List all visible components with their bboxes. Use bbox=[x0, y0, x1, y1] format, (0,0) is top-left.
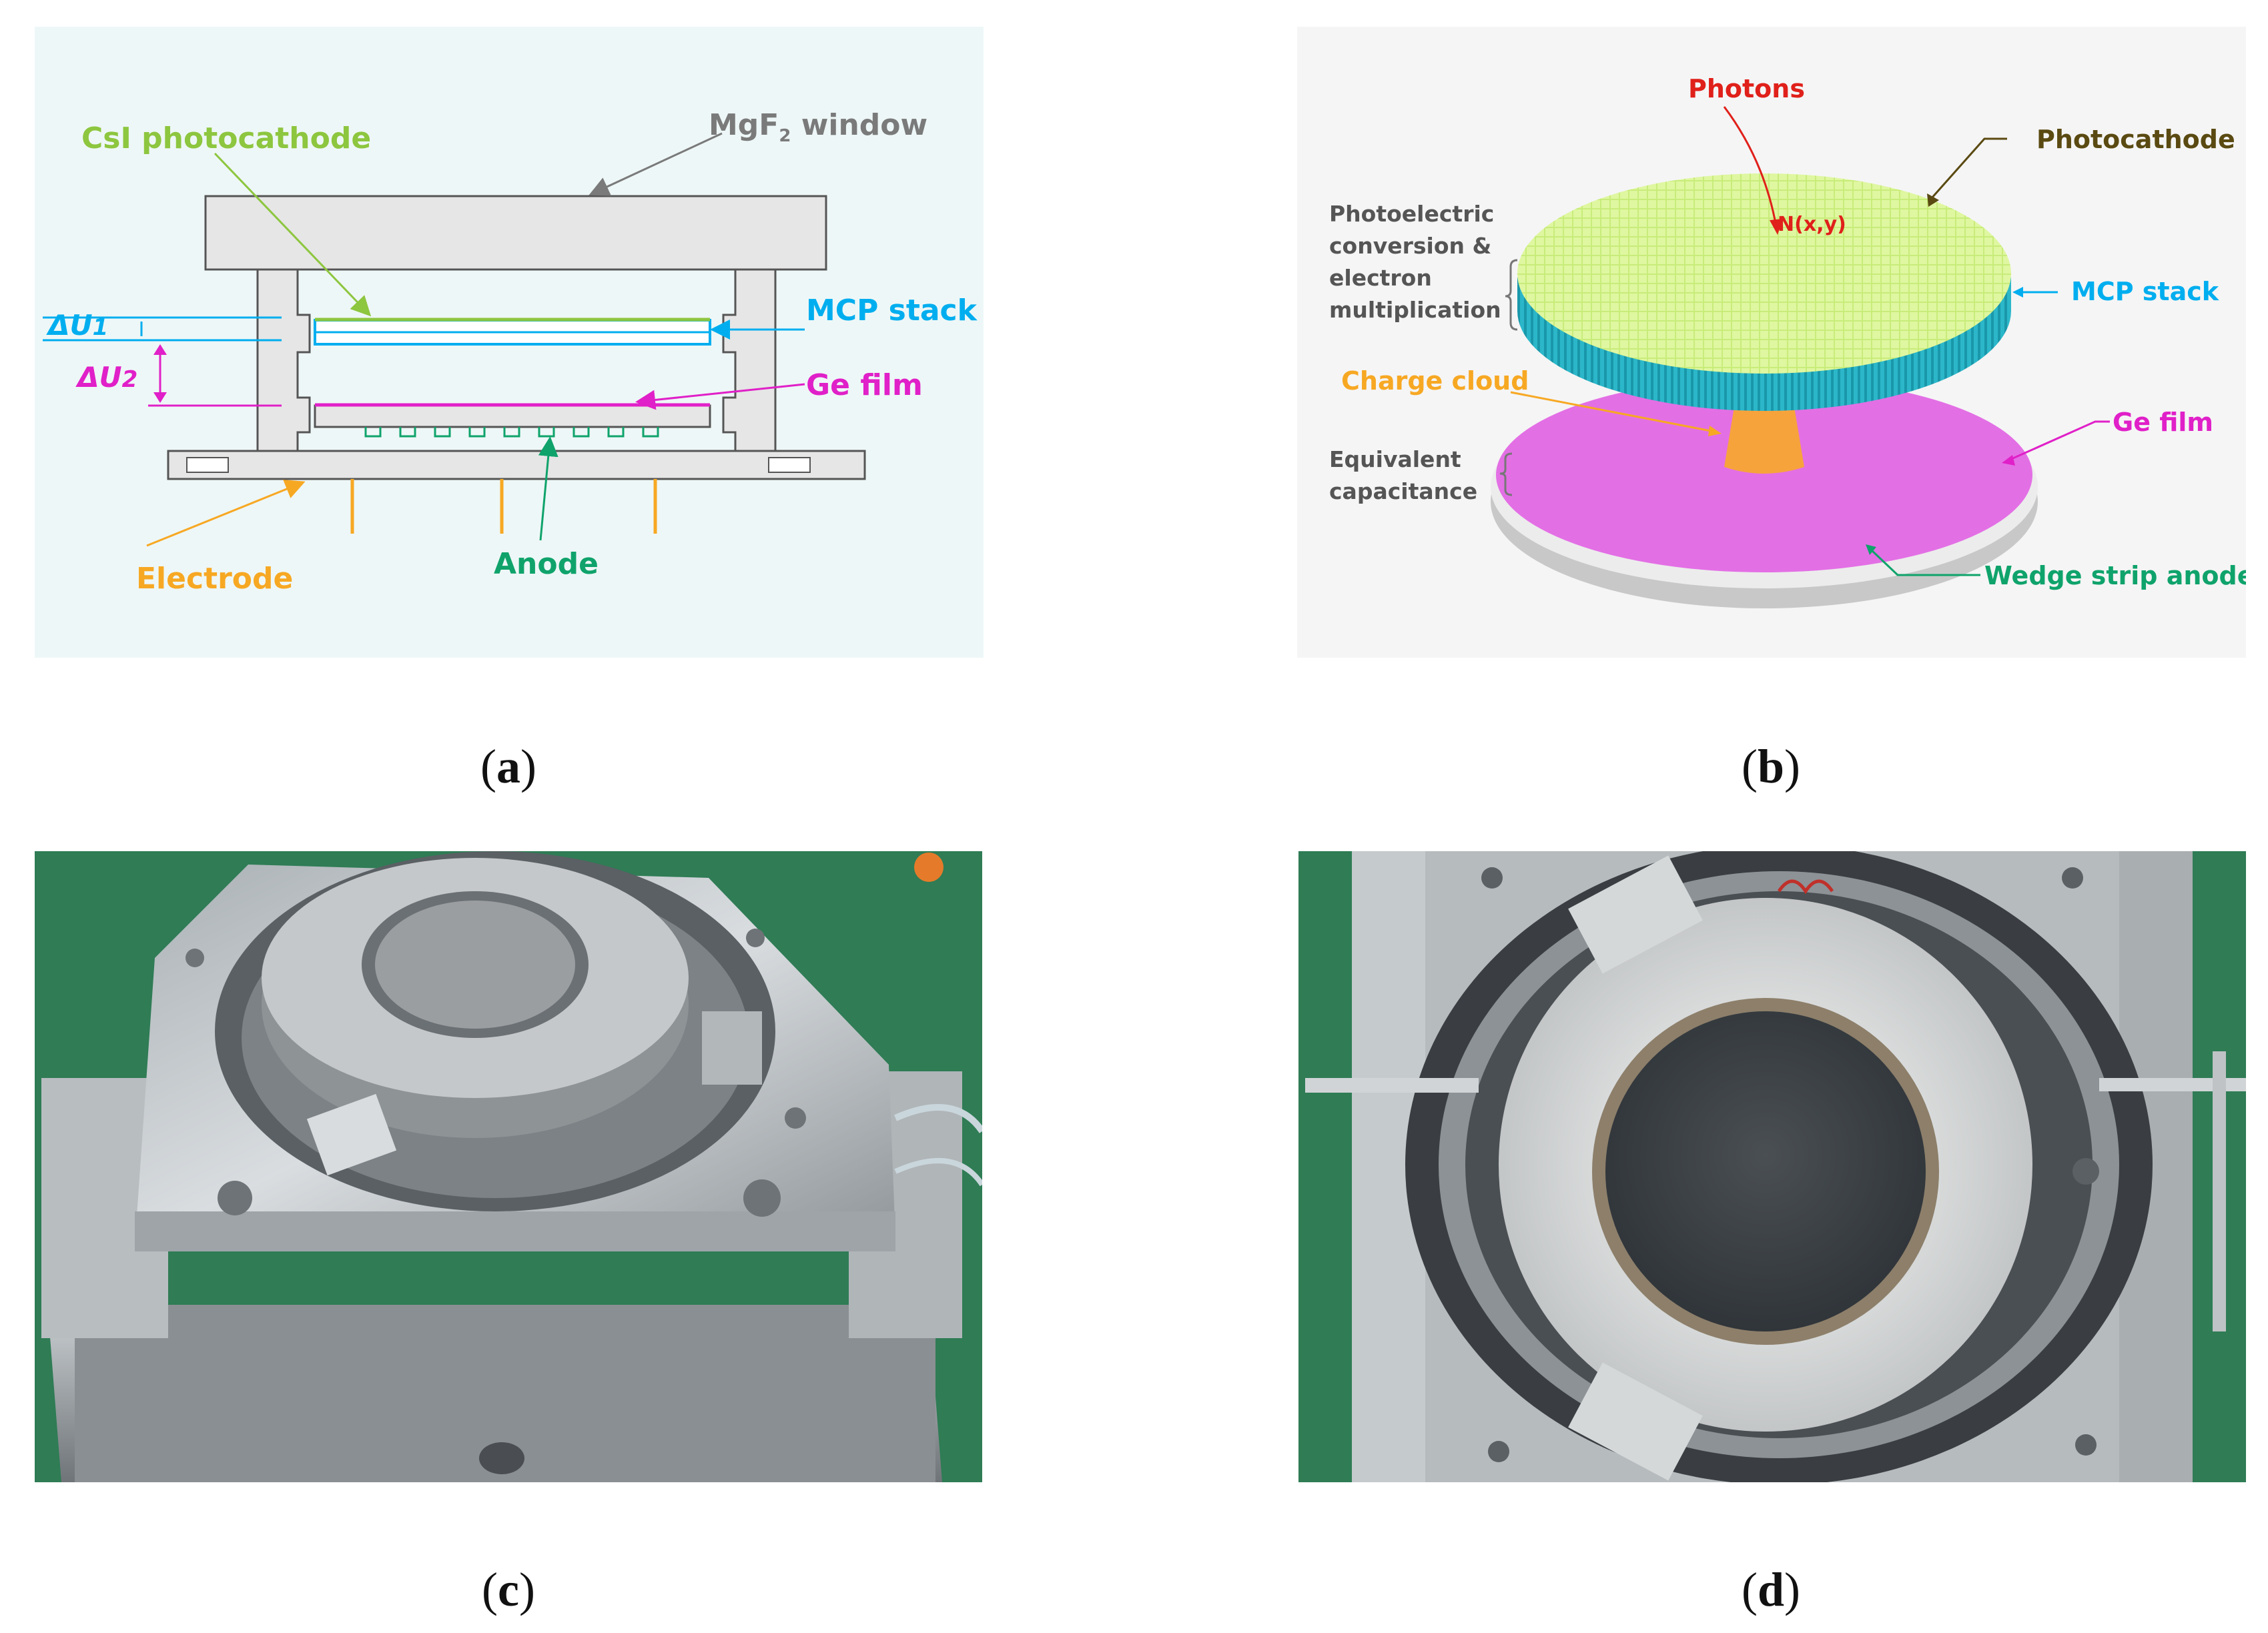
du2-arrow-head-bottom bbox=[153, 392, 167, 403]
label-photocathode: Photocathode bbox=[2036, 125, 2235, 154]
du2-arrow-head-top bbox=[153, 344, 167, 355]
flange-slot-right bbox=[768, 457, 811, 473]
charge-leader bbox=[1510, 391, 1712, 432]
mgf2-leader bbox=[589, 132, 723, 196]
photocathode-disc bbox=[1517, 173, 2011, 374]
screw-hole-5 bbox=[185, 949, 204, 967]
ge-leader-b bbox=[2008, 420, 2110, 462]
brace-photoelectric bbox=[1505, 259, 1518, 331]
caption-a: (a) bbox=[480, 740, 536, 793]
cable-right-2 bbox=[894, 1158, 982, 1187]
label-equivalent: Equivalent bbox=[1329, 446, 1461, 472]
ge-film-disc bbox=[1496, 378, 2032, 572]
screw-d-3 bbox=[1481, 867, 1503, 889]
caption-c: (c) bbox=[482, 1563, 535, 1616]
label-photoelectric-1: Photoelectric bbox=[1329, 201, 1494, 227]
panel-b-3d-schematic: Photons Photocathode N(x,y) Photoelectri… bbox=[1297, 27, 2255, 658]
label-delta-u2: ΔU2 bbox=[75, 361, 137, 394]
flange-slot-left bbox=[186, 457, 229, 473]
label-electrode: Electrode bbox=[136, 562, 293, 596]
label-photons: Photons bbox=[1688, 74, 1805, 103]
label-photoelectric-4: multiplication bbox=[1329, 297, 1501, 323]
rod-right bbox=[2099, 1078, 2246, 1091]
anode-leader bbox=[538, 436, 558, 541]
screw-d-5 bbox=[2072, 1158, 2099, 1185]
label-capacitance: capacitance bbox=[1329, 478, 1477, 504]
detector-schematic: Photons Photocathode N(x,y) Photoelectri… bbox=[1297, 27, 2255, 658]
clamp-right bbox=[702, 1011, 762, 1085]
csi-leader bbox=[214, 152, 372, 317]
screw-hole-3 bbox=[785, 1107, 806, 1129]
label-ge-film-b: Ge film bbox=[2113, 408, 2213, 437]
base-flange bbox=[167, 450, 866, 480]
photon-arrowhead bbox=[1770, 219, 1783, 235]
charge-arrowhead bbox=[1708, 426, 1722, 436]
label-mcp-stack-b: MCP stack bbox=[2071, 277, 2219, 306]
label-charge-cloud: Charge cloud bbox=[1341, 366, 1529, 396]
detector-photo-side bbox=[35, 851, 982, 1482]
cross-section-diagram: CsI photocathode MgF2 window ΔU1 ΔU2 MCP… bbox=[35, 27, 984, 658]
wsa-arrowhead bbox=[1866, 544, 1876, 555]
label-csi-photocathode: CsI photocathode bbox=[81, 121, 371, 155]
panel-a-cross-section: CsI photocathode MgF2 window ΔU1 ΔU2 MCP… bbox=[35, 27, 984, 658]
label-delta-u1: ΔU1 bbox=[46, 309, 108, 342]
caption-b: (b) bbox=[1741, 740, 1800, 793]
label-wedge-strip-anode: Wedge strip anode bbox=[1984, 561, 2246, 590]
label-mcp-stack: MCP stack bbox=[806, 294, 978, 328]
anode-board bbox=[314, 404, 711, 428]
ge-arrowhead-b bbox=[2002, 455, 2015, 466]
screw-hole-1 bbox=[218, 1181, 252, 1215]
top-plate-front-edge bbox=[135, 1211, 895, 1251]
rod-right-vertical bbox=[2213, 1051, 2226, 1331]
brace-capacitance bbox=[1499, 452, 1513, 496]
panel-d-photo-top-view bbox=[1298, 851, 2246, 1482]
detector-photo-top bbox=[1298, 851, 2246, 1482]
cable-connector bbox=[914, 853, 943, 882]
clamp-top bbox=[1568, 855, 1703, 974]
clamp-bottom bbox=[1568, 1362, 1703, 1481]
clamp-left bbox=[306, 1093, 397, 1176]
detector-window-d bbox=[1605, 1011, 1926, 1331]
label-ge-film: Ge film bbox=[806, 368, 923, 402]
screw-d-4 bbox=[1488, 1441, 1509, 1462]
label-nxy: N(x,y) bbox=[1778, 213, 1846, 236]
red-marker-scribble bbox=[1777, 879, 1834, 895]
mgf2-window bbox=[204, 195, 827, 271]
panel-c-photo-side-view bbox=[35, 851, 982, 1482]
screw-hole-4 bbox=[746, 929, 765, 947]
caption-d: (d) bbox=[1741, 1563, 1800, 1616]
ge-leader bbox=[635, 383, 805, 410]
electrode-leader bbox=[146, 480, 306, 547]
photon-path bbox=[1723, 106, 1778, 227]
box-hole bbox=[479, 1442, 524, 1474]
label-mgf2-window: MgF2 window bbox=[709, 108, 927, 146]
screw-d-1 bbox=[2062, 867, 2083, 889]
label-photoelectric-2: conversion & bbox=[1329, 233, 1491, 259]
label-anode: Anode bbox=[494, 547, 599, 581]
mcp-arrowhead-b bbox=[2012, 287, 2023, 298]
photocathode-leader bbox=[1930, 137, 2007, 199]
wsa-leader bbox=[1870, 548, 1980, 576]
label-photoelectric-3: electron bbox=[1329, 265, 1432, 291]
cable-right bbox=[893, 1104, 982, 1133]
electrode-pins bbox=[350, 479, 657, 534]
screw-hole-2 bbox=[743, 1179, 781, 1217]
photocathode-arrowhead bbox=[1927, 193, 1939, 207]
rod-left bbox=[1305, 1078, 1479, 1093]
screw-d-2 bbox=[2075, 1434, 2097, 1456]
anode-pads bbox=[364, 427, 659, 438]
detector-window-glass bbox=[375, 901, 575, 1029]
